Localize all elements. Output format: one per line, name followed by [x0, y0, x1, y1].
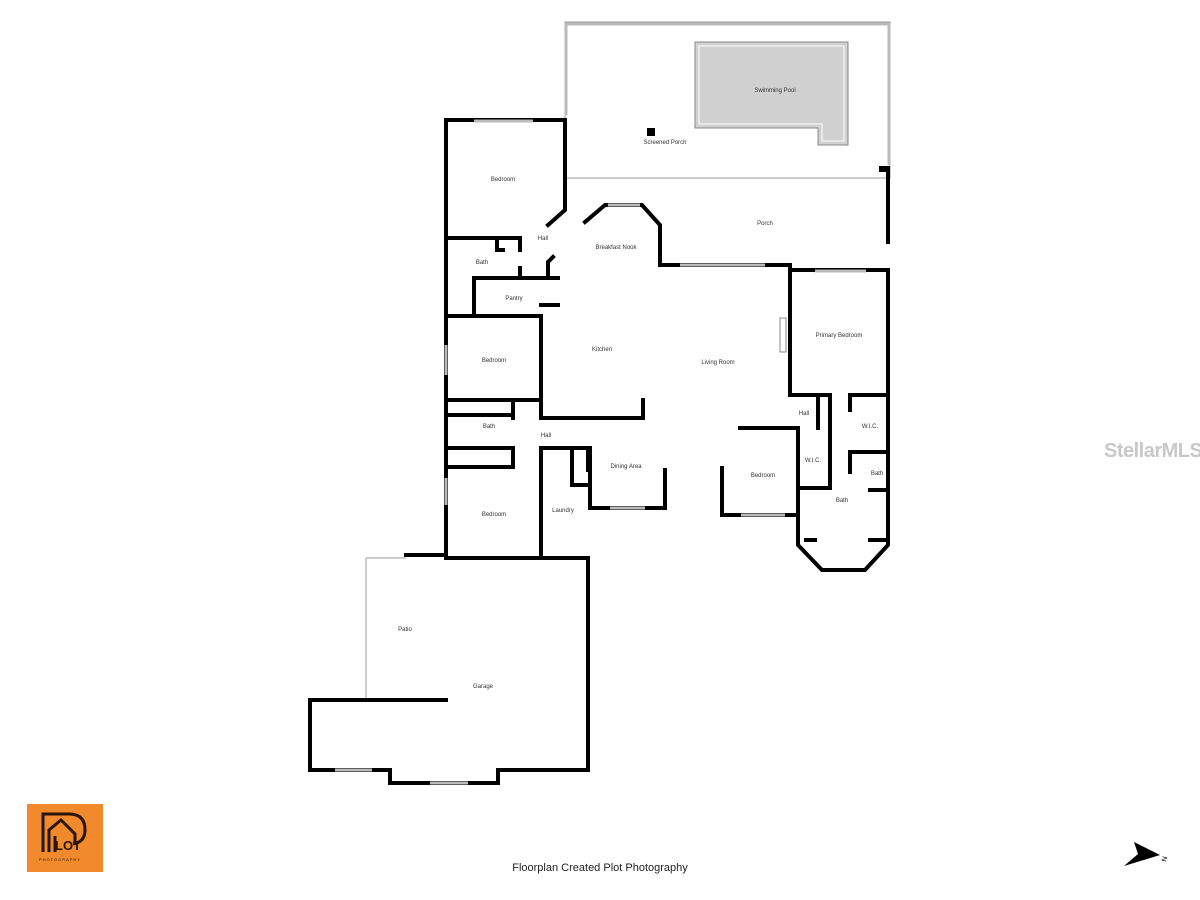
- house-p-icon: [41, 812, 87, 852]
- label-garage: Garage: [473, 684, 494, 690]
- label-hall: Hall: [541, 433, 551, 439]
- label-bath: Bath: [836, 498, 848, 504]
- compass-label: N: [1161, 856, 1169, 863]
- logo-subtext: PHOTOGRAPHY: [39, 857, 82, 862]
- swimming-pool: [694, 41, 849, 146]
- patio-outline: [365, 557, 406, 700]
- plot-photography-logo: LOT PHOTOGRAPHY: [27, 804, 103, 872]
- label-bath: Bath: [871, 471, 883, 477]
- label-bedroom: Bedroom: [491, 177, 515, 183]
- label-bath: Bath: [476, 260, 488, 266]
- north-arrow-icon: [1124, 842, 1160, 866]
- windows: [335, 119, 866, 785]
- label-bedroom: Bedroom: [482, 512, 506, 518]
- label-porch: Porch: [757, 221, 773, 227]
- room-labels: Swimming Pool Screened Porch Bedroom Hal…: [398, 88, 883, 690]
- label-breakfast-nook: Breakfast Nook: [595, 245, 637, 251]
- label-bedroom: Bedroom: [751, 473, 775, 479]
- label-living-room: Living Room: [701, 360, 734, 366]
- walls: [308, 118, 890, 785]
- label-bedroom: Bedroom: [482, 358, 506, 364]
- compass: N: [1124, 842, 1169, 866]
- caption: Floorplan Created Plot Photography: [512, 862, 688, 874]
- label-patio: Patio: [398, 627, 412, 633]
- label-hall: Hall: [538, 236, 548, 242]
- label-screened-porch: Screened Porch: [643, 140, 686, 146]
- label-primary-bedroom: Primary Bedroom: [816, 333, 863, 339]
- label-pantry: Pantry: [505, 296, 522, 302]
- watermark: StellarMLS: [1104, 440, 1200, 462]
- label-bath: Bath: [483, 424, 495, 430]
- label-laundry: Laundry: [552, 508, 574, 514]
- label-dining-area: Dining Area: [610, 464, 642, 470]
- label-wic: W.I.C.: [805, 458, 822, 464]
- logo-text: LOT: [55, 838, 81, 853]
- label-kitchen: Kitchen: [592, 347, 612, 353]
- label-wic: W.I.C.: [862, 424, 879, 430]
- label-hall: Hall: [799, 411, 809, 417]
- label-swimming-pool: Swimming Pool: [754, 88, 795, 94]
